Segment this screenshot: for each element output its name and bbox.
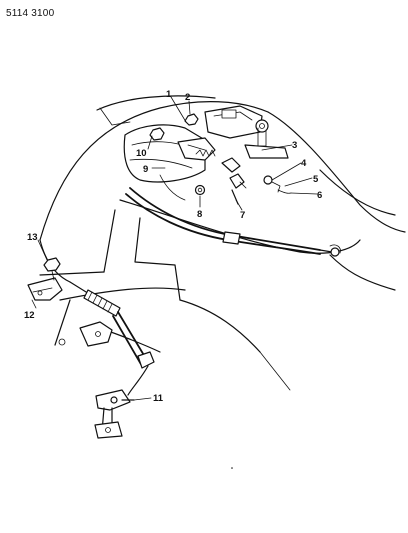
document-code: 5114 3100 [6,8,55,19]
callout-4: 4 [301,158,307,169]
callout-labels: 1 2 3 4 5 6 7 8 9 10 11 12 13 [24,89,322,404]
callout-3: 3 [292,140,297,151]
callout-1: 1 [166,89,172,100]
engine-body-outline [39,95,406,391]
callout-10: 10 [136,148,147,159]
callout-13: 13 [27,232,38,243]
callout-8: 8 [197,209,202,220]
callout-2: 2 [185,92,190,103]
accelerator-pedal-lever [94,389,135,439]
callout-6: 6 [317,190,322,201]
callout-12: 12 [24,310,35,321]
throttle-cable-lower [39,239,155,396]
callout-9: 9 [143,164,148,175]
callout-5: 5 [313,174,319,185]
callout-11: 11 [153,393,164,404]
cable-bracket [27,257,63,301]
throttle-body-assembly [123,105,292,205]
leader-lines [31,96,318,401]
callout-7: 7 [240,210,245,221]
throttle-cable-upper [125,187,341,257]
stray-mark [231,467,233,469]
